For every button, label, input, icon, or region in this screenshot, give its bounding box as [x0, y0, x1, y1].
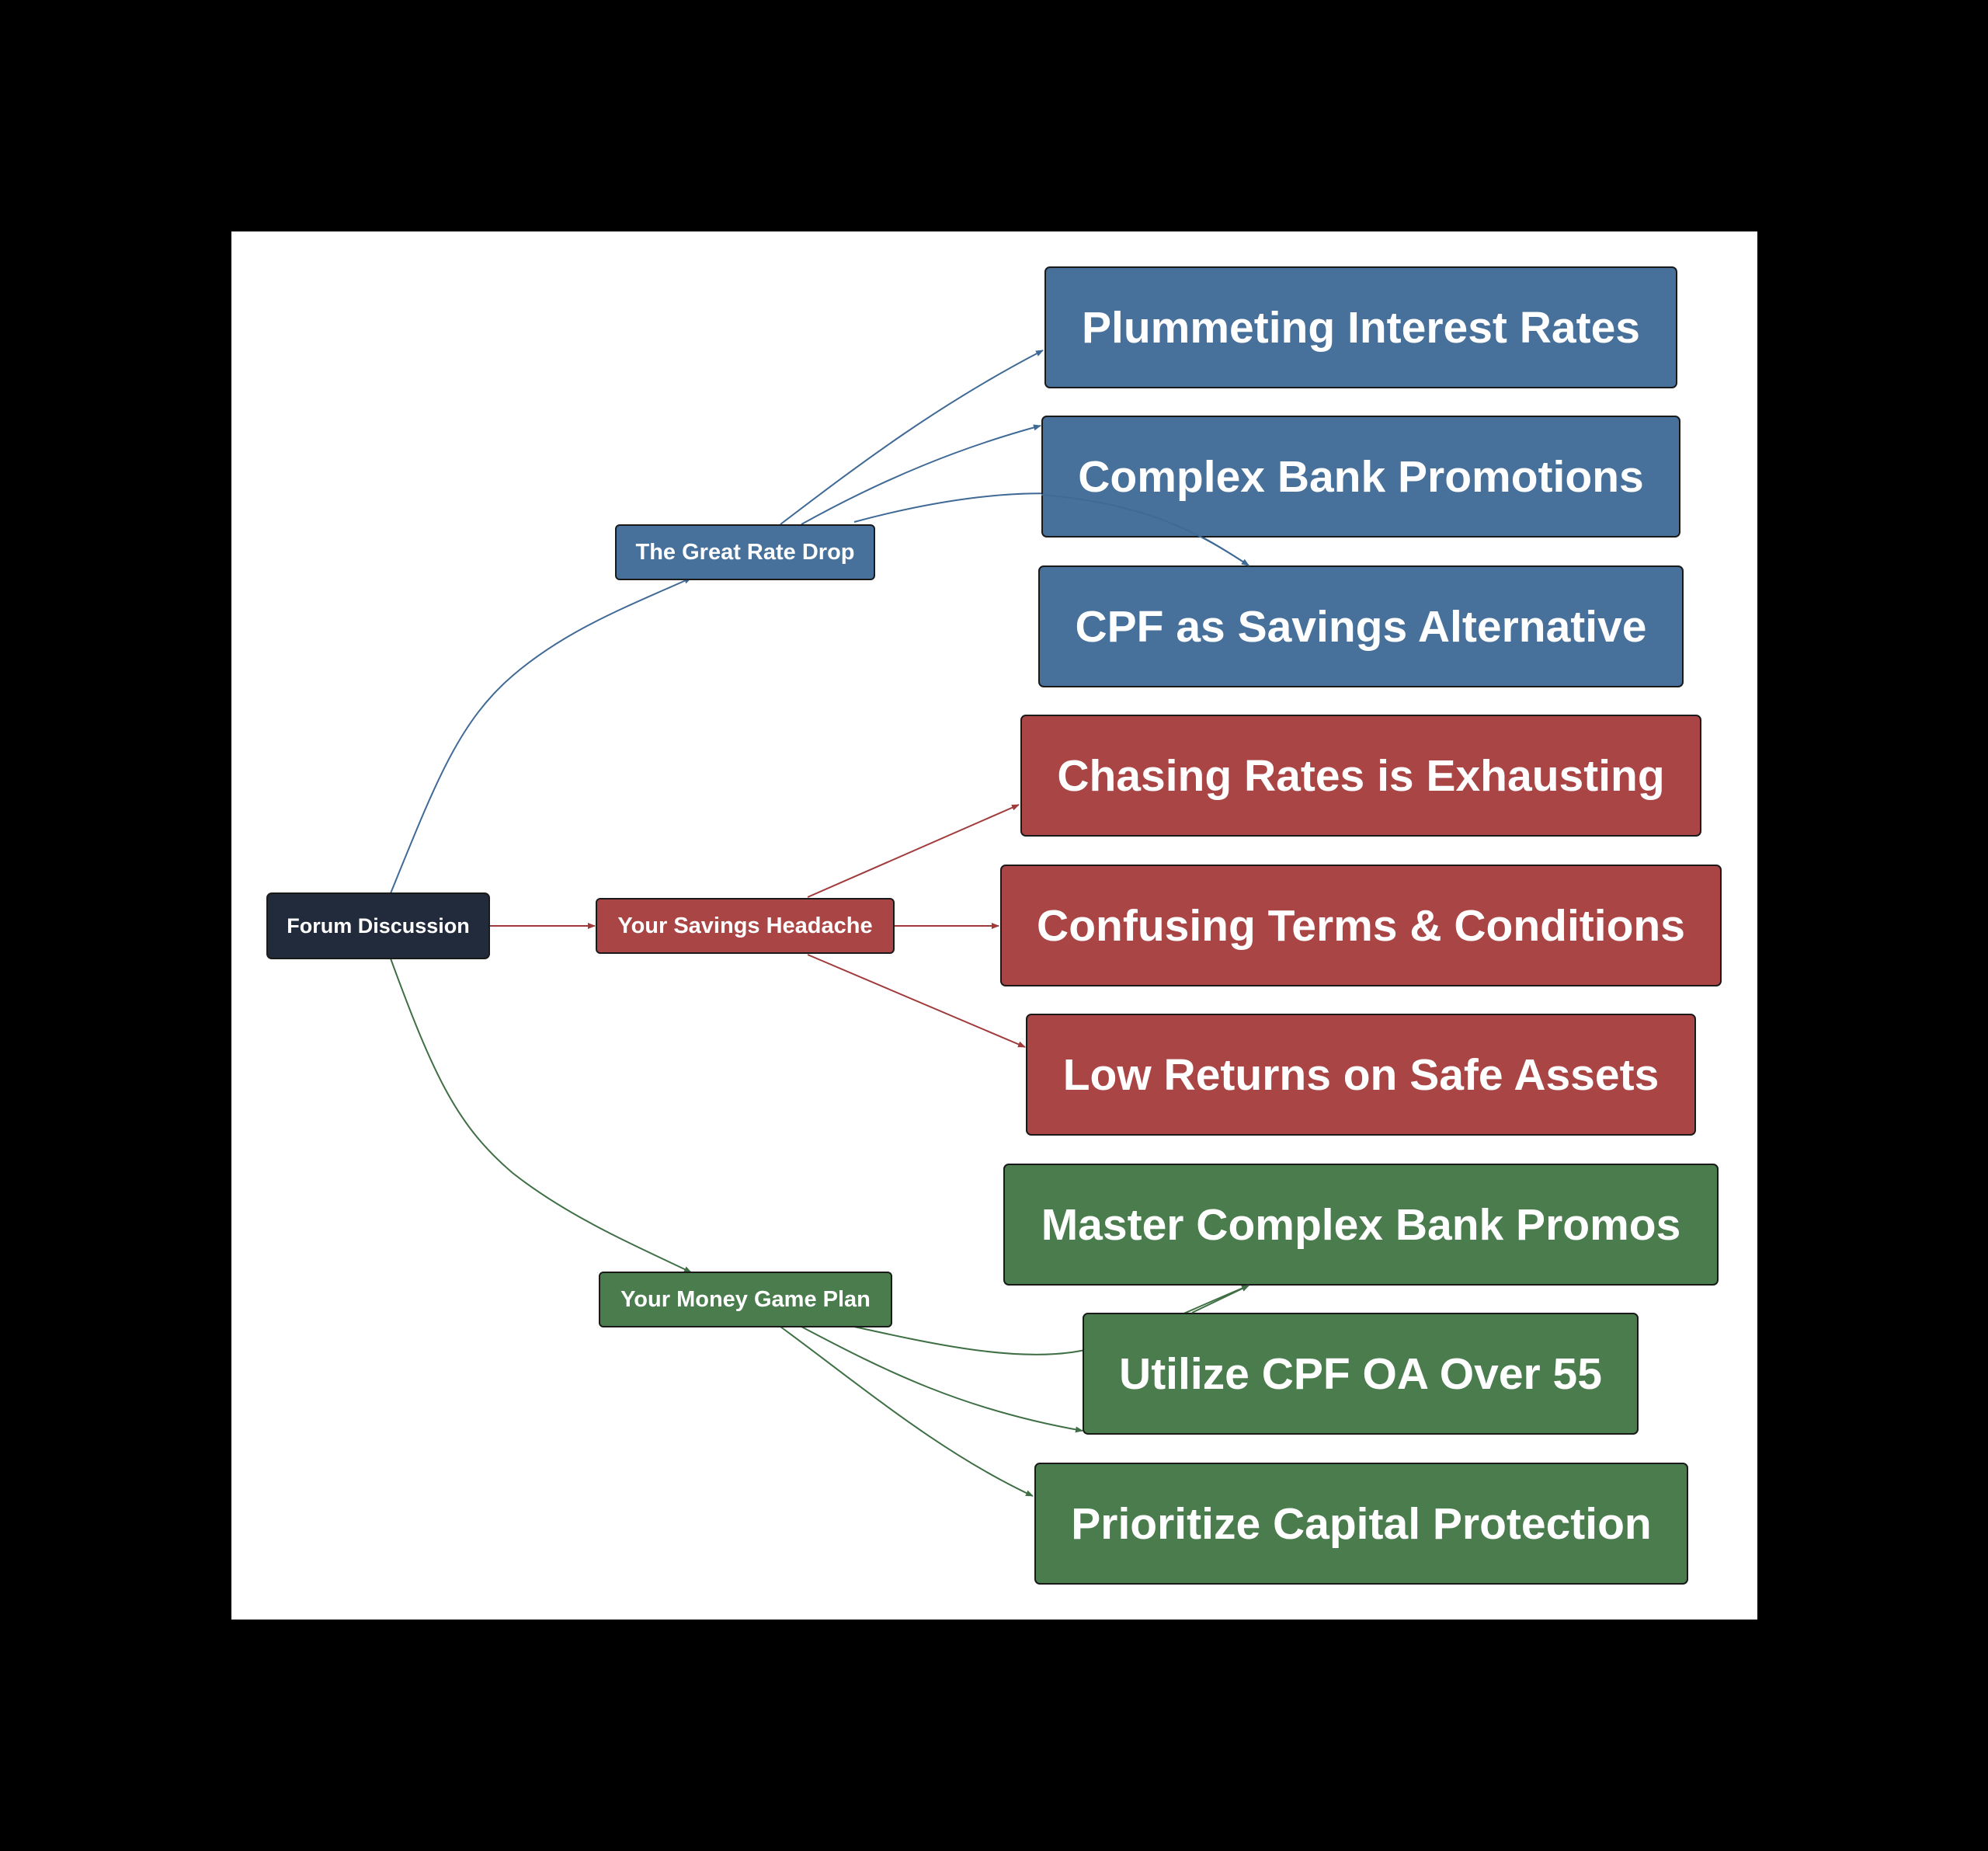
leaf-node-label: Plummeting Interest Rates: [1081, 302, 1640, 353]
branch-node-savings-headache: Your Savings Headache: [596, 898, 895, 954]
branch-node-money-plan: Your Money Game Plan: [599, 1272, 892, 1327]
leaf-node-label: Prioritize Capital Protection: [1071, 1498, 1652, 1549]
leaf-node-confusing-terms: Confusing Terms & Conditions: [1000, 865, 1722, 986]
branch-node-label: Your Savings Headache: [617, 913, 873, 938]
leaf-node-plummeting-rates: Plummeting Interest Rates: [1044, 266, 1677, 388]
leaf-node-label: Confusing Terms & Conditions: [1037, 900, 1685, 951]
leaf-node-label: Low Returns on Safe Assets: [1062, 1049, 1660, 1100]
leaf-node-cpf-oa: Utilize CPF OA Over 55: [1083, 1313, 1639, 1435]
leaf-node-label: Chasing Rates is Exhausting: [1057, 750, 1665, 801]
leaf-node-label: CPF as Savings Alternative: [1075, 601, 1647, 652]
branch-node-label: Your Money Game Plan: [620, 1286, 871, 1312]
leaf-node-capital-protection: Prioritize Capital Protection: [1034, 1463, 1688, 1585]
leaf-node-chasing-rates: Chasing Rates is Exhausting: [1020, 715, 1701, 837]
branch-node-rate-drop: The Great Rate Drop: [615, 524, 875, 580]
leaf-node-master-promos: Master Complex Bank Promos: [1003, 1164, 1719, 1286]
root-node: Forum Discussion: [266, 892, 490, 959]
leaf-node-label: Master Complex Bank Promos: [1041, 1199, 1681, 1250]
root-node-label: Forum Discussion: [287, 913, 470, 938]
leaf-node-complex-promotions: Complex Bank Promotions: [1041, 416, 1680, 538]
leaf-node-label: Utilize CPF OA Over 55: [1119, 1348, 1602, 1399]
leaf-node-low-returns: Low Returns on Safe Assets: [1026, 1014, 1696, 1136]
leaf-node-label: Complex Bank Promotions: [1078, 451, 1644, 502]
branch-node-label: The Great Rate Drop: [635, 539, 855, 565]
leaf-node-cpf-alternative: CPF as Savings Alternative: [1038, 565, 1684, 687]
